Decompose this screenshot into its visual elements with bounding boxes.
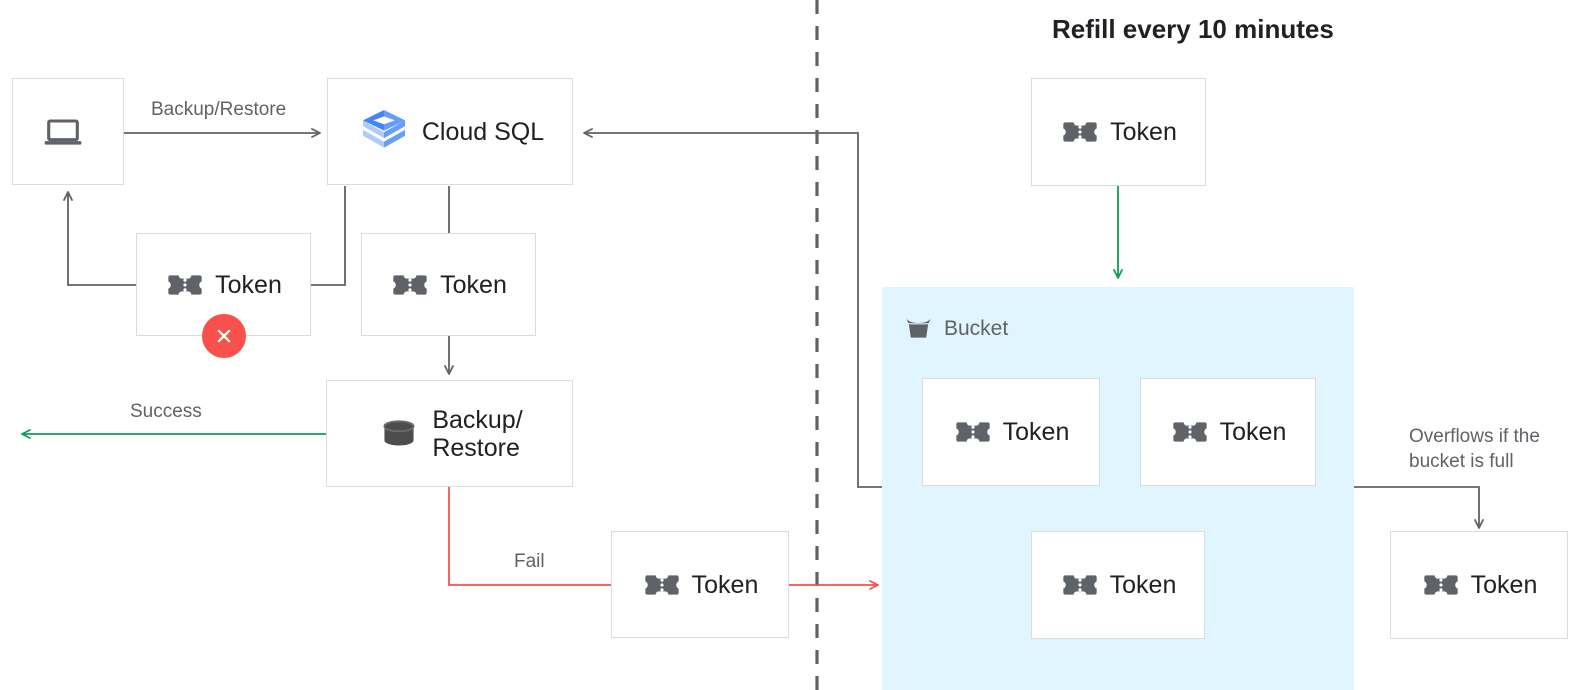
edge-token-client-to-client [63,191,136,286]
edge-bucket-to-cloudsql [583,128,882,488]
edge-label-backup-restore: Backup/Restore [151,99,287,120]
node-token-refill[interactable]: Token [1031,78,1206,186]
node-token-bucket-2-label: Token [1219,418,1287,446]
edge-label-success: Success [130,401,202,422]
node-token-overflow[interactable]: Token [1390,531,1568,639]
edge-overflow [1354,486,1484,529]
node-token-overflow-label: Token [1470,571,1538,599]
node-token-cloudsql[interactable]: Token [361,233,536,336]
diagram-title: Refill every 10 minutes [1052,14,1334,44]
node-cloud-sql[interactable]: Cloud SQL [327,78,573,185]
database-icon [383,419,415,445]
node-token-bucket-3[interactable]: Token [1031,531,1205,639]
node-token-fail-label: Token [691,570,759,599]
bucket-icon [906,318,931,338]
laptop-icon [44,118,82,145]
token-icon [1423,575,1458,595]
cloud-sql-icon [362,109,405,148]
token-icon [168,274,202,295]
node-client[interactable] [12,78,124,185]
token-icon [393,274,427,295]
node-token-refill-label: Token [1110,118,1177,146]
node-token-bucket-1[interactable]: Token [922,378,1100,486]
status-badge-rejected [202,314,246,358]
node-token-bucket-1-label: Token [1002,418,1070,446]
node-token-cloudsql-label: Token [440,270,507,299]
edge-fail-to-token [448,487,611,586]
node-token-fail[interactable]: Token [611,531,789,638]
edge-label-overflow: Overflows if the bucket is full [1409,426,1540,472]
x-circle-icon [217,329,231,343]
node-token-client-label: Token [215,270,282,299]
node-token-bucket-2[interactable]: Token [1140,378,1316,486]
bucket-tag: Bucket [902,312,1008,345]
edge-cloudsql-to-token-client [311,186,346,286]
token-icon [1063,122,1097,142]
token-icon [1172,422,1207,442]
node-token-bucket-3-label: Token [1109,571,1177,599]
edge-label-fail: Fail [514,551,545,572]
token-icon [955,422,990,442]
node-backup-restore-label: Backup/ Restore [432,405,523,462]
token-icon [1062,575,1097,595]
node-cloud-sql-label: Cloud SQL [421,117,545,146]
token-icon [644,574,679,595]
node-backup-restore[interactable]: Backup/ Restore [326,380,573,487]
bucket-label: Bucket [944,316,1009,340]
